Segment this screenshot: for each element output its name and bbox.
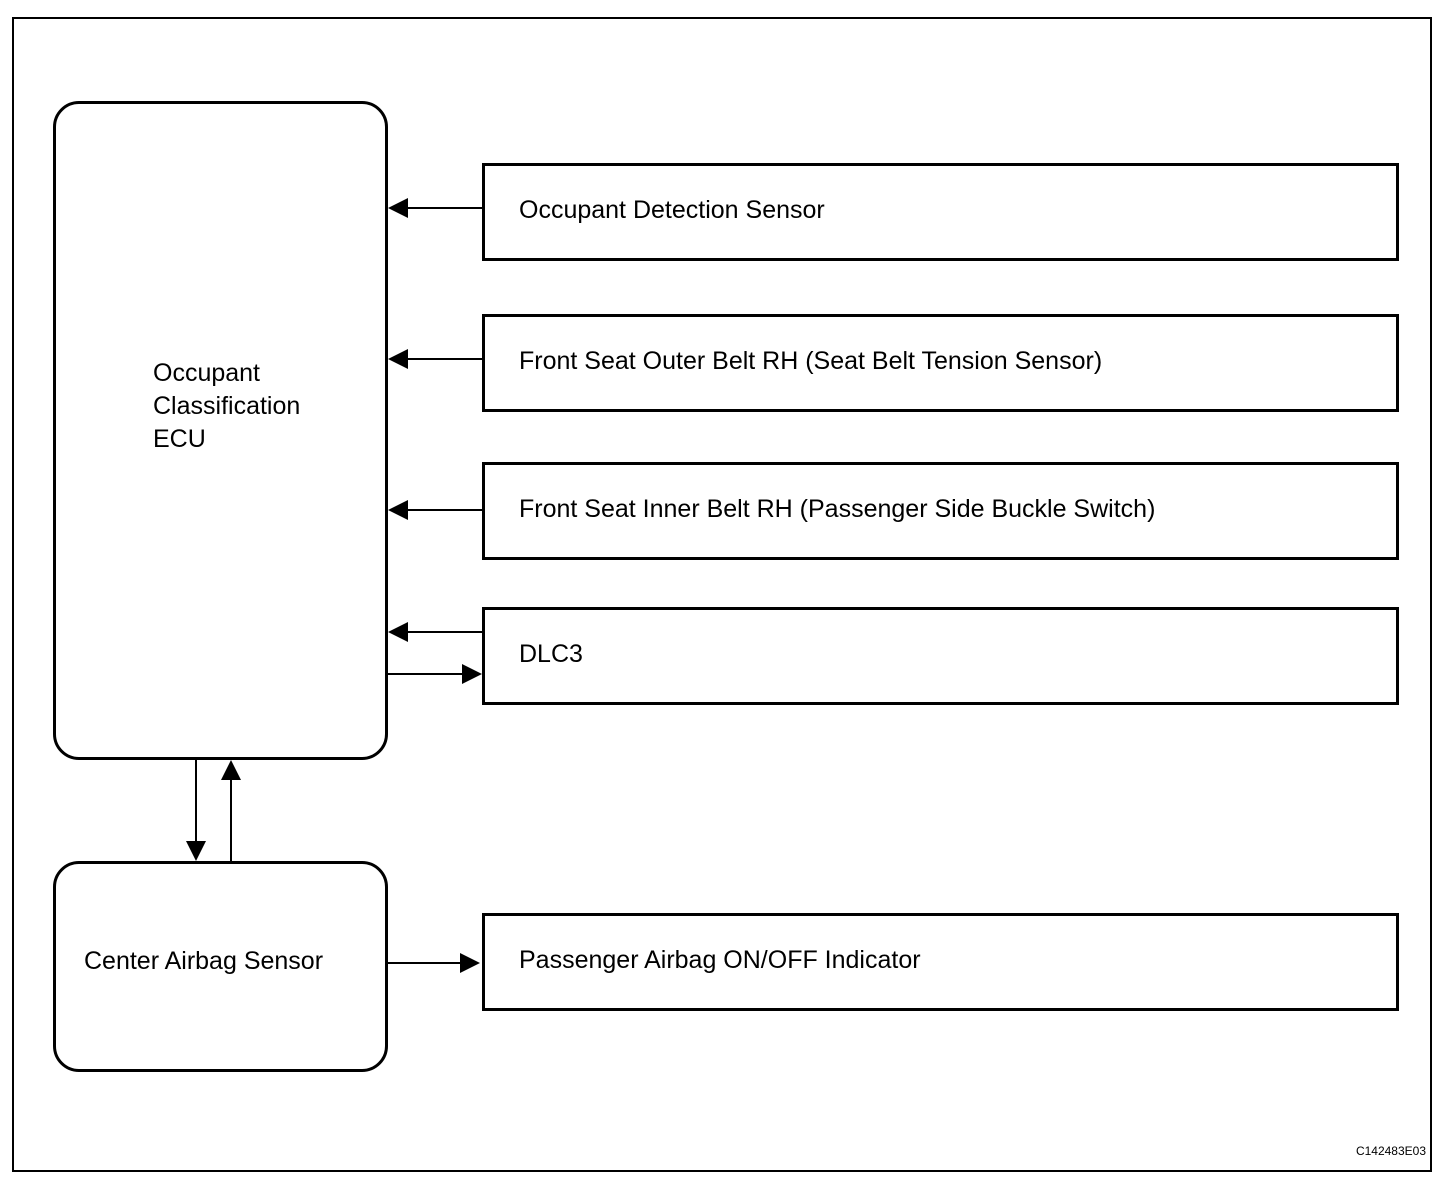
outer-belt-label: Front Seat Outer Belt RH (Seat Belt Tens… bbox=[519, 347, 1103, 375]
center-airbag-sensor-box: Center Airbag Sensor bbox=[53, 861, 388, 1072]
dlc3-box: DLC3 bbox=[482, 607, 1399, 705]
airbag-indicator-label: Passenger Airbag ON/OFF Indicator bbox=[519, 946, 921, 974]
occupant-detection-sensor-box: Occupant Detection Sensor bbox=[482, 163, 1399, 261]
arrowhead-indicator bbox=[460, 953, 480, 973]
occupant-detection-sensor-label: Occupant Detection Sensor bbox=[519, 196, 825, 224]
occupant-classification-ecu-box: Occupant Classification ECU bbox=[53, 101, 388, 760]
center-airbag-sensor-label: Center Airbag Sensor bbox=[84, 947, 324, 975]
arrowhead-dlc3-in bbox=[388, 622, 408, 642]
ecu-label: Occupant Classification ECU bbox=[153, 359, 301, 453]
arrowhead-dlc3-out bbox=[462, 664, 482, 684]
arrowhead-outer-belt bbox=[388, 349, 408, 369]
diagram-frame bbox=[12, 17, 1432, 1172]
arrowhead-ecu-up bbox=[221, 760, 241, 780]
arrowhead-occupant-sensor bbox=[388, 198, 408, 218]
inner-belt-box: Front Seat Inner Belt RH (Passenger Side… bbox=[482, 462, 1399, 560]
inner-belt-label: Front Seat Inner Belt RH (Passenger Side… bbox=[519, 495, 1156, 523]
figure-code: C142483E03 bbox=[1355, 1144, 1426, 1158]
arrowhead-airbag-down bbox=[186, 841, 206, 861]
arrowhead-inner-belt bbox=[388, 500, 408, 520]
dlc3-label: DLC3 bbox=[519, 640, 583, 668]
outer-belt-box: Front Seat Outer Belt RH (Seat Belt Tens… bbox=[482, 314, 1399, 412]
airbag-indicator-box: Passenger Airbag ON/OFF Indicator bbox=[482, 913, 1399, 1011]
